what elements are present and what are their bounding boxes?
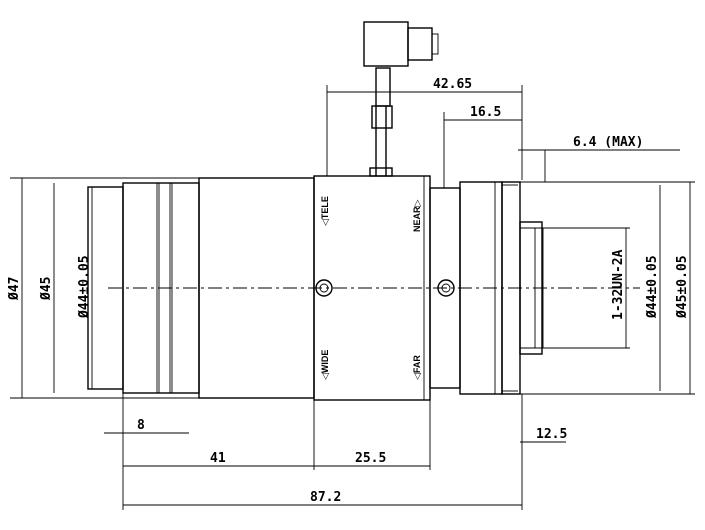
focus-lock-screw [437,279,455,297]
dia-45-right: Ø45±0.05 [675,255,690,319]
dim-16-5: 16.5 [470,105,501,120]
front-cap [87,186,124,390]
label-far: ◁FAR [412,355,422,380]
label-near: NEAR▷ [412,199,422,232]
label-wide: ◁WIDE [320,350,330,380]
dia-47: Ø47 [7,277,22,301]
dim-42-65: 42.65 [433,77,472,92]
top-dimensions [326,85,680,188]
dia-44-left: Ø44±0.05 [77,255,92,319]
bottom-dimensions [104,393,566,510]
dim-6-4-max: 6.4 (MAX) [573,135,643,150]
cable-connector-icon [363,21,409,67]
dim-8: 8 [137,418,145,433]
label-tele: ◁TELE [320,196,330,226]
dia-45-left: Ø45 [39,277,54,301]
diameter-dimensions [10,177,695,399]
dim-41: 41 [210,451,226,466]
thread-spec: 1-32UN-2A [611,249,626,320]
mount-thread [519,221,543,355]
dim-87-2: 87.2 [310,490,341,505]
dia-44-right: Ø44±0.05 [645,255,660,319]
iris-cable [363,21,439,177]
dim-25-5: 25.5 [355,451,386,466]
zoom-lock-screw [315,279,333,297]
lens-body [87,175,544,401]
dim-12-5: 12.5 [536,427,567,442]
